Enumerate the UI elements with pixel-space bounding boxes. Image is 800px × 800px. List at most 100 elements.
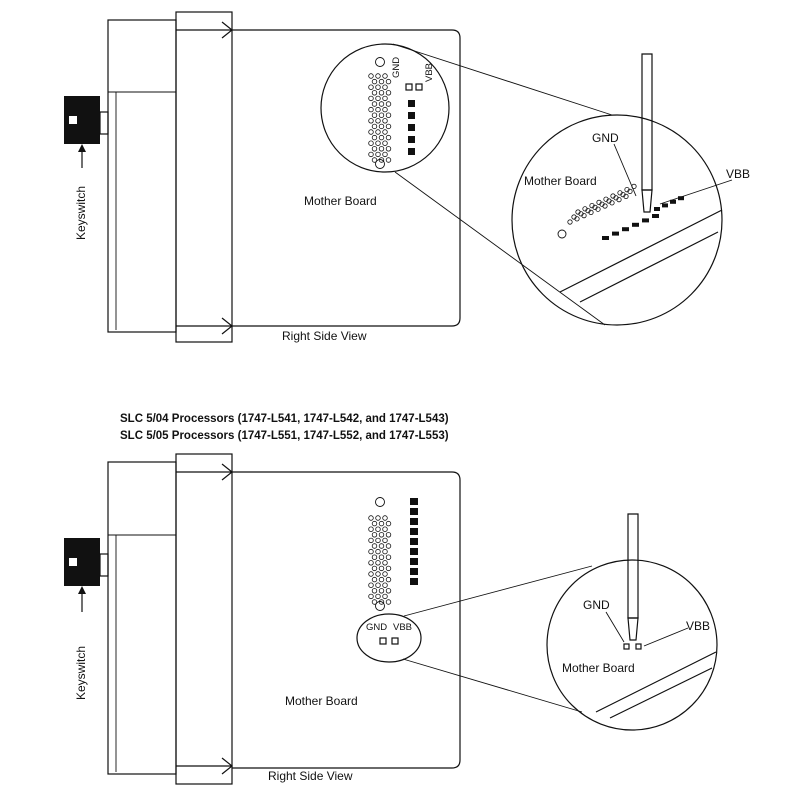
connector-pin <box>371 146 378 152</box>
connector-pin <box>368 106 374 113</box>
zoom-pin <box>627 188 633 194</box>
connector-pin <box>382 526 388 532</box>
zoom-terminal-pin <box>622 227 629 232</box>
connector-pin <box>378 543 385 549</box>
connector-pin <box>378 146 385 152</box>
zoom-detail-circle <box>546 513 718 731</box>
connector-pin <box>385 146 392 152</box>
connector-pin <box>368 526 374 532</box>
connector-pin <box>371 532 378 538</box>
connector-pin <box>368 571 374 577</box>
connector-pin <box>368 129 374 135</box>
connector-pin <box>378 101 385 107</box>
terminal-pin <box>410 578 418 585</box>
connector-pin-array <box>368 515 392 605</box>
connector-pin <box>371 576 378 583</box>
terminal-pin <box>408 100 415 107</box>
connector-pin <box>385 588 392 594</box>
connector-pin <box>385 78 392 85</box>
zoom-pin <box>623 193 629 199</box>
connector-pin <box>378 576 385 583</box>
connector-pin <box>375 593 381 600</box>
connector-pin <box>385 599 392 605</box>
connector-pin <box>375 548 381 555</box>
bottom-view: Keyswitch Mother Board Right Side View G… <box>64 453 718 785</box>
zoom-pin <box>602 203 608 209</box>
connector-pin <box>385 157 392 163</box>
connector-pin <box>375 151 381 158</box>
connector-pin <box>375 106 381 113</box>
zoom-vbb-label: VBB <box>686 619 710 633</box>
terminal-pin <box>410 518 418 525</box>
connector-pin <box>382 151 388 158</box>
connector-pin <box>382 95 388 102</box>
connector-pin <box>385 134 392 141</box>
connector-detail-circle <box>320 43 450 173</box>
gnd-label-small: GND <box>366 622 387 633</box>
terminal-pin <box>410 508 418 515</box>
processor-header-line-2: SLC 5/05 Processors (1747-L551, 1747-L55… <box>120 430 449 442</box>
connector-pin <box>375 73 381 79</box>
connector-pin <box>371 157 378 163</box>
zoom-vbb-label: VBB <box>726 167 750 181</box>
vbb-label-small: VBB <box>424 63 435 82</box>
connector-pin <box>382 582 388 588</box>
zoom-callout-lines <box>392 43 613 326</box>
connector-pin <box>382 571 388 577</box>
connector-pin <box>382 537 388 544</box>
zoom-pin <box>567 219 573 225</box>
processor-housing <box>107 11 233 343</box>
connector-pin <box>378 588 385 594</box>
zoom-callout-lines <box>402 565 593 713</box>
terminal-pin <box>410 498 418 505</box>
connector-pin <box>371 90 378 96</box>
connector-pin <box>368 95 374 102</box>
connector-pin <box>371 599 378 605</box>
zoom-terminal-pin <box>678 196 684 201</box>
processor-header-line-1: SLC 5/04 Processors (1747-L541, 1747-L54… <box>120 413 449 425</box>
connector-pin <box>371 101 378 107</box>
zoom-terminal-pin <box>632 222 639 227</box>
connector-pin <box>378 112 385 118</box>
connector-pin <box>375 537 381 544</box>
connector-pin <box>378 599 385 605</box>
connector-pin <box>371 123 378 130</box>
zoom-pin <box>588 209 594 215</box>
keyswitch <box>64 538 109 612</box>
connector-pin <box>375 118 381 124</box>
connector-pin <box>375 84 381 90</box>
terminal-block <box>410 498 418 585</box>
jumper-detail-circle <box>356 613 422 663</box>
connector-pin <box>378 90 385 96</box>
connector-pin <box>368 73 374 79</box>
connector-pin <box>382 593 388 600</box>
mother-board <box>232 29 461 327</box>
connector-pin-array <box>368 73 392 163</box>
zoom-terminal-block <box>602 196 684 240</box>
connector-pin <box>375 582 381 588</box>
zoom-terminal-pin <box>612 231 619 236</box>
screwdriver-icon <box>627 513 639 641</box>
zoom-terminal-pin <box>654 207 660 211</box>
connector-pin <box>382 84 388 90</box>
connector-pin <box>385 532 392 538</box>
connector-pin <box>371 134 378 141</box>
terminal-pin <box>408 148 415 155</box>
terminal-pin <box>410 568 418 575</box>
connector-pin <box>368 118 374 124</box>
connector-pin <box>378 78 385 85</box>
connector-pin <box>382 548 388 555</box>
zoom-pin <box>581 213 587 219</box>
terminal-pin <box>408 124 415 131</box>
mother-board <box>232 471 461 769</box>
connector-pin <box>378 123 385 130</box>
connector-pin <box>378 520 385 527</box>
terminal-pin <box>410 548 418 555</box>
gnd-label-small: GND <box>391 57 402 78</box>
right-side-view-label: Right Side View <box>268 769 353 783</box>
connector-pin <box>378 157 385 163</box>
connector-pin <box>382 118 388 124</box>
connector-pin <box>375 560 381 566</box>
connector-pin <box>368 84 374 90</box>
